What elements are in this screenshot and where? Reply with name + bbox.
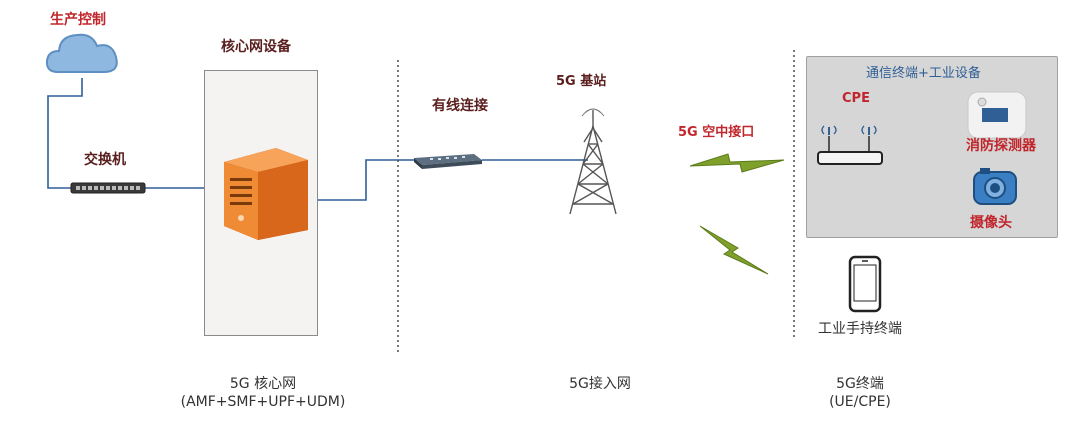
label-fire-detector: 消防探测器 <box>966 138 1036 154</box>
server-icon <box>224 148 308 240</box>
label-wired-connection: 有线连接 <box>432 98 488 114</box>
section-core: 5G 核心网 (AMF+SMF+UPF+UDM) <box>150 375 376 411</box>
cloud-icon <box>45 33 118 73</box>
label-ue-group: 通信终端+工业设备 <box>866 66 981 81</box>
server-router-link <box>288 159 414 201</box>
switch-icon <box>70 182 146 194</box>
label-production-control: 生产控制 <box>50 12 106 28</box>
section-core-title: 5G 核心网 <box>229 376 297 392</box>
label-base-station: 5G 基站 <box>556 74 607 89</box>
section-terminal: 5G终端 (UE/CPE) <box>800 375 920 411</box>
label-cpe: CPE <box>842 91 870 106</box>
label-core-equipment: 核心网设备 <box>221 39 291 55</box>
tower-icon <box>569 108 617 215</box>
section-access-title: 5G接入网 <box>569 376 631 392</box>
lightning-icon <box>690 153 785 173</box>
router-icon <box>414 154 482 169</box>
section-core-subtitle: (AMF+SMF+UPF+UDM) <box>180 394 346 410</box>
cpe-icon <box>817 125 883 165</box>
label-air-interface: 5G 空中接口 <box>678 125 755 140</box>
ue-group-box <box>806 56 1058 238</box>
label-switch: 交换机 <box>84 152 126 168</box>
section-terminal-title: 5G终端 <box>836 376 884 392</box>
label-handheld: 工业手持终端 <box>818 321 902 337</box>
camera-icon <box>973 168 1017 205</box>
lightning-icon <box>699 225 769 275</box>
label-camera: 摄像头 <box>970 215 1012 231</box>
section-terminal-subtitle: (UE/CPE) <box>829 394 891 410</box>
detector-icon <box>967 91 1027 139</box>
section-access: 5G接入网 <box>540 375 660 393</box>
cloud-switch-link <box>47 78 83 189</box>
phone-icon <box>848 255 882 313</box>
